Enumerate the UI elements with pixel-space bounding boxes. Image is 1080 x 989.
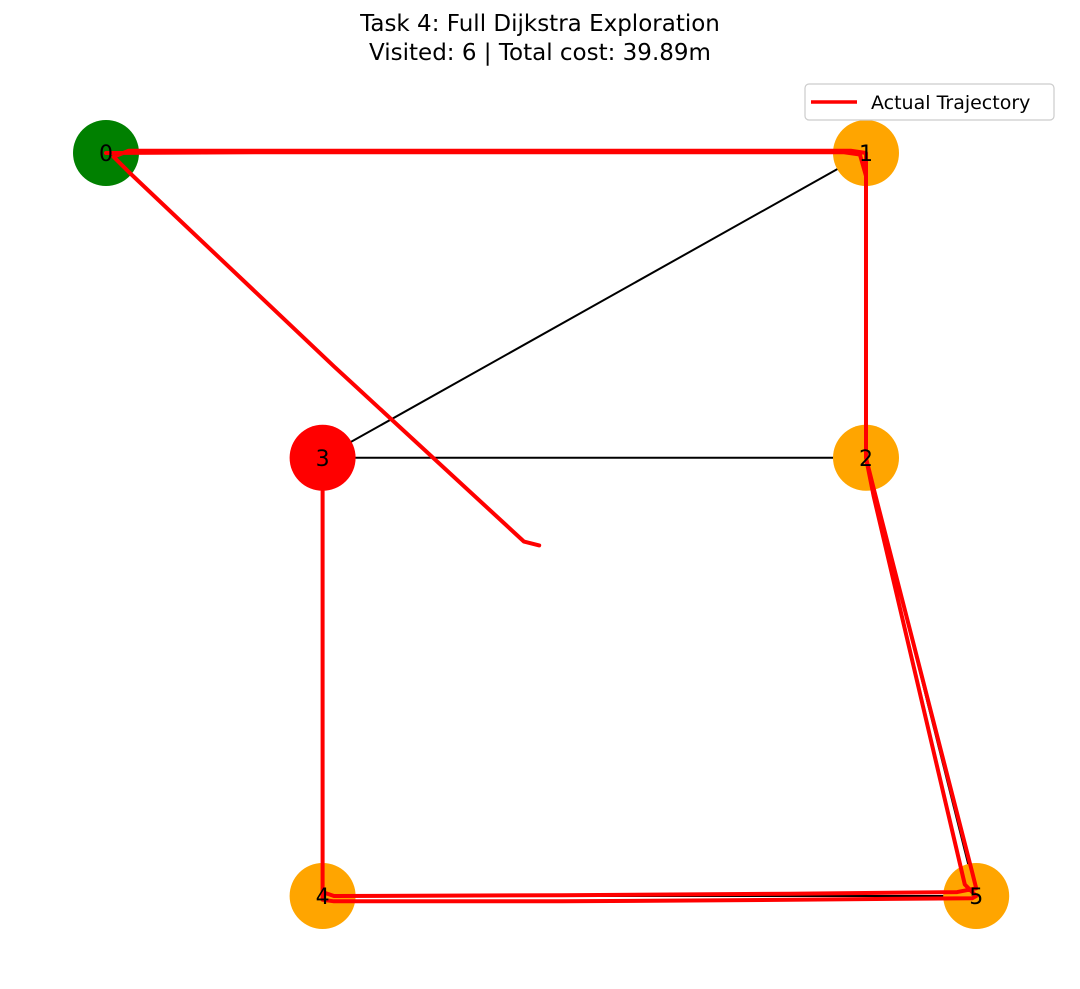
node-label-5: 5 [969, 885, 983, 910]
labels-layer: 0 1 2 3 4 5 [99, 142, 983, 910]
chart-subtitle: Visited: 6 | Total cost: 39.89m [369, 40, 711, 66]
node-label-3: 3 [316, 447, 330, 472]
node-label-1: 1 [859, 142, 873, 167]
edges-layer [106, 152, 978, 897]
trajectory-layer [104, 148, 979, 904]
node-label-4: 4 [316, 885, 330, 910]
graph-edge-1-3 [322, 152, 867, 459]
legend-frame [804, 83, 1055, 121]
legend: Actual Trajectory [804, 83, 1055, 121]
nodes-layer [73, 120, 1010, 929]
chart-title: Task 4: Full Dijkstra Exploration [360, 11, 720, 37]
node-label-0: 0 [99, 142, 113, 167]
legend-label: Actual Trajectory [871, 92, 1030, 114]
node-label-2: 2 [859, 447, 873, 472]
trajectory-path [104, 148, 979, 904]
